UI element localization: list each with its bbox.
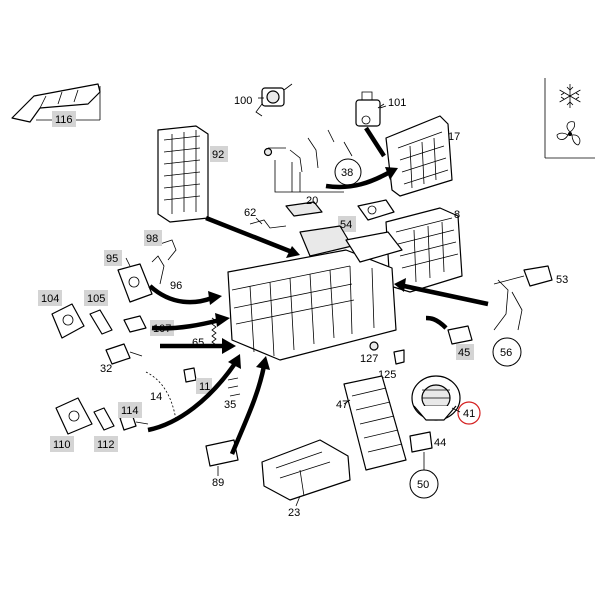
callout-box-45[interactable]: [456, 344, 474, 360]
callout-127[interactable]: 127: [360, 353, 378, 365]
callout-62[interactable]: 62: [244, 207, 256, 219]
callout-101[interactable]: 101: [388, 97, 406, 109]
part-107-sensor: [123, 315, 147, 333]
callout-89[interactable]: 89: [212, 477, 224, 489]
callout-box-95[interactable]: [104, 250, 122, 266]
callout-96[interactable]: 96: [170, 280, 182, 292]
part-54-actuator: [357, 199, 395, 221]
part-linkage-group: [263, 129, 353, 193]
part-20-seal: [285, 201, 323, 217]
callout-95[interactable]: 95: [106, 253, 118, 265]
part-112-connector: [93, 407, 115, 431]
callout-23[interactable]: 23: [288, 507, 300, 519]
part-41-blower-motor: [411, 375, 461, 421]
callout-38[interactable]: 38: [341, 167, 353, 179]
callout-circle-41[interactable]: [457, 401, 481, 425]
part-32-plug: [105, 343, 143, 365]
main-hvac-housing: [227, 225, 403, 361]
callout-50[interactable]: 50: [417, 479, 429, 491]
fan-icon: [556, 121, 581, 146]
callout-box-116[interactable]: [52, 111, 76, 127]
callout-box-104[interactable]: [38, 290, 62, 306]
callout-105[interactable]: 105: [87, 293, 105, 305]
callout-44[interactable]: 44: [434, 437, 446, 449]
part-35-clips: [227, 377, 241, 397]
part-92-filter: [157, 125, 209, 223]
callout-box-98[interactable]: [144, 230, 162, 246]
part-127-nut: [369, 341, 379, 351]
part-100-servo: [255, 83, 293, 117]
part-47-filter: [343, 375, 407, 471]
flow-arrows: [147, 126, 489, 455]
part-14-hose: [145, 371, 177, 421]
part-53-sensor: [523, 265, 553, 287]
callout-112[interactable]: 112: [97, 439, 115, 451]
callout-47[interactable]: 47: [336, 399, 348, 411]
callout-116[interactable]: 116: [55, 114, 73, 126]
callout-41[interactable]: 41: [463, 408, 475, 420]
callout-circle-56[interactable]: [492, 337, 522, 367]
part-17-housing: [385, 115, 453, 197]
callout-32[interactable]: 32: [100, 363, 112, 375]
callout-100[interactable]: 100: [234, 95, 252, 107]
callout-114[interactable]: 114: [121, 405, 139, 417]
part-98-lever: [159, 239, 177, 261]
callout-53[interactable]: 53: [556, 274, 568, 286]
callout-box-112[interactable]: [94, 436, 118, 452]
part-96-rod: [151, 255, 165, 285]
legend-panel: [544, 78, 595, 159]
callout-35[interactable]: 35: [224, 399, 236, 411]
part-125-screw: [393, 349, 405, 365]
part-101-actuator: [355, 91, 387, 127]
snowflake-icon: [559, 84, 581, 108]
part-104-motor: [51, 303, 85, 339]
callout-11[interactable]: 11: [199, 381, 210, 393]
part-23-tray: [261, 439, 351, 501]
part-95-motor: [117, 257, 153, 303]
callout-98[interactable]: 98: [146, 233, 158, 245]
callout-104[interactable]: 104: [41, 293, 59, 305]
part-105-connector: [89, 309, 113, 335]
callout-20[interactable]: 20: [306, 195, 318, 207]
callout-box-105[interactable]: [84, 290, 108, 306]
part-44-resistor: [409, 431, 433, 453]
callout-92[interactable]: 92: [212, 149, 224, 161]
callout-8[interactable]: 8: [454, 209, 460, 221]
callout-110[interactable]: 110: [53, 439, 71, 451]
callout-14[interactable]: 14: [150, 391, 162, 403]
callout-56[interactable]: 56: [500, 347, 512, 359]
callout-45[interactable]: 45: [458, 347, 470, 359]
callout-box-11[interactable]: [196, 378, 212, 394]
part-56-hose: [493, 279, 523, 331]
part-45-connector: [447, 325, 473, 345]
callout-17[interactable]: 17: [448, 131, 460, 143]
part-11-sensor: [183, 367, 197, 383]
callout-box-110[interactable]: [50, 436, 74, 452]
callout-54[interactable]: 54: [340, 219, 352, 231]
leader-lines: [217, 97, 525, 507]
callout-box-114[interactable]: [118, 402, 142, 418]
part-89-connector: [205, 439, 239, 467]
part-62-clip: [249, 219, 287, 229]
callout-box-92[interactable]: [210, 146, 228, 162]
callout-box-54[interactable]: [338, 216, 356, 232]
part-110-motor: [55, 397, 93, 435]
